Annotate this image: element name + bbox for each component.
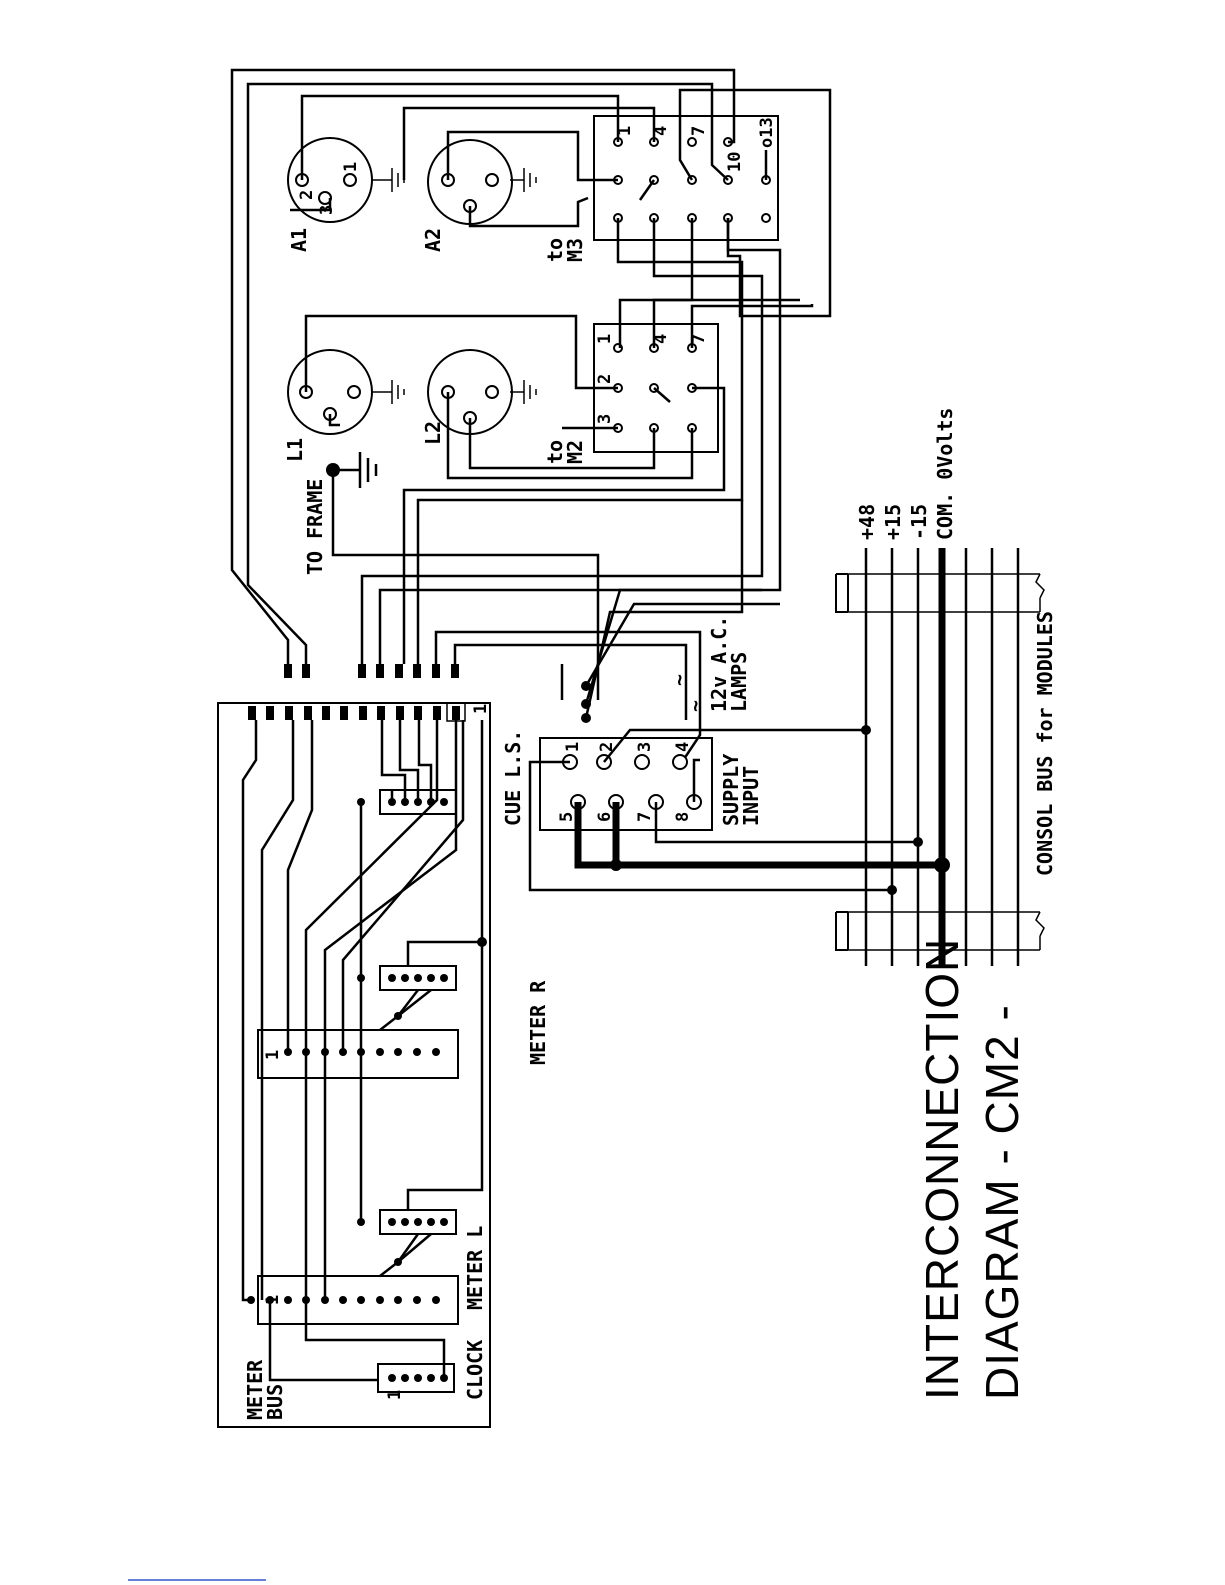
supply-pin5: 5 [557,812,577,822]
title-line-1: INTERCONNECTION [916,938,968,1400]
supply-pin3: 3 [635,742,655,752]
meter-l-pin1-label: 1 [263,1295,283,1305]
meter-bus-label-2: BUS [263,1384,287,1420]
meter-board-header-pins [248,703,465,721]
a1-label: A1 [287,228,311,252]
supply-pin8: 8 [673,812,693,822]
a2-label: A2 [421,228,445,252]
supply-label-2: INPUT [739,766,763,826]
m3-pin13: o13 [757,117,777,148]
plug-pins [284,664,459,678]
m2-pin1: 1 [595,334,615,344]
to-m3-label-b: M3 [563,238,587,262]
l1-label: L1 [283,438,307,462]
meter-l-label: METER L [463,1226,487,1310]
to-m2-label-b: M2 [563,440,587,464]
to-frame-label: TO FRAME [303,479,327,575]
supply-junctions [610,725,950,895]
supply-pin7: 7 [635,812,655,822]
meter-l-strip [357,1210,456,1234]
title-line-2: DIAGRAM - CM2 - [976,1004,1028,1400]
rail-p15-label: +15 [881,504,905,540]
meter-r-upper-strip [357,790,456,814]
lamps-label-2: LAMPS [727,652,751,712]
supply-pin1: 1 [563,742,583,752]
clock-strip [378,1364,454,1392]
a1-pin2-label: 2 [297,190,317,200]
xlr-a2 [428,140,536,224]
l2-label: L2 [421,421,445,445]
lamps-tilde-1: ~ [667,674,691,686]
clock-pin1-label: 1 [385,1390,405,1400]
lamps-tilde-2: ~ [683,700,707,712]
rail-m15-label: -15 [907,504,931,540]
meter-l-main-strip [247,1258,458,1324]
a1-pin1-label: 1 [341,162,361,172]
meter-board-pin1-label: 1 [471,704,491,714]
m3-pin10: 10 [725,152,745,172]
m2-pin2: 2 [595,374,615,384]
supply-pin4: 4 [673,742,693,752]
console-bus-label: CONSOL BUS for MODULES [1033,611,1057,876]
meter-r-strip [357,966,456,990]
meter-r-pin1-label: 1 [263,1050,283,1060]
cue-ls-label: CUE L.S. [501,730,525,826]
console-bus [836,548,1044,966]
m3-pin7: 7 [689,126,709,136]
clock-label: CLOCK [463,1340,487,1400]
rail-48-label: +48 [855,504,879,540]
supply-pin6: 6 [595,812,615,822]
meter-r-label: METER R [526,980,550,1065]
m2-pin3: 3 [595,414,615,424]
rail-com-label: COM. 0Volts [933,408,957,540]
